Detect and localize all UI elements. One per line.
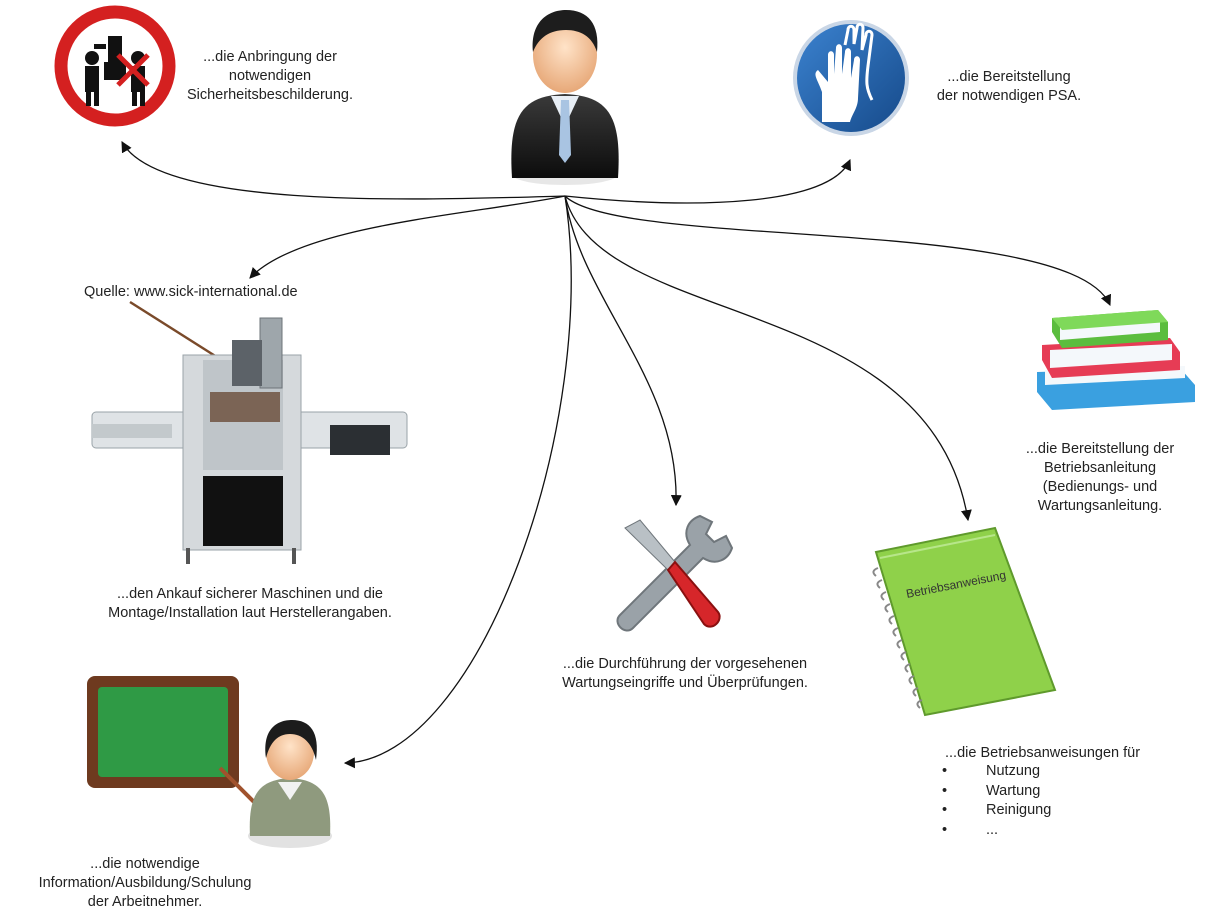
signage-caption-line-1: ...die Anbringung der <box>203 49 337 65</box>
prohibition-sign-icon <box>54 5 176 127</box>
list-item-text: Wartung <box>986 782 1041 799</box>
maintenance-caption: ...die Durchführung der vorgesehenen War… <box>515 655 855 693</box>
ppe-caption: ...die Bereitstellung der notwendigen PS… <box>918 68 1100 106</box>
connector-instructions <box>564 195 972 522</box>
machines-caption-line-2: Montage/Installation laut Herstelleranga… <box>108 605 392 621</box>
connector-manual <box>564 195 1111 307</box>
connectors <box>121 141 1111 769</box>
ppe-caption-line-2: der notwendigen PSA. <box>936 88 1082 104</box>
signage-caption-line-3: Sicherheitsbeschilderung. <box>186 87 354 103</box>
maintenance-caption-line-2: Wartungseingriffe und Überprüfungen. <box>562 675 808 691</box>
source-caption: Quelle: www.sick-international.de <box>84 284 298 300</box>
list-item-text: ... <box>986 821 999 838</box>
instructions-title: ...die Betriebsanweisungen für <box>945 745 1141 761</box>
manual-caption-line-4: Wartungsanleitung. <box>1037 498 1163 514</box>
bullet: • <box>942 782 948 799</box>
books-stack-icon <box>1037 310 1195 410</box>
teacher-blackboard-icon <box>87 676 332 848</box>
manual-caption-line-2: Betriebsanleitung <box>1043 460 1157 476</box>
signage-caption-line-2: notwendigen <box>228 68 312 84</box>
bullet: • <box>942 763 948 779</box>
connector-training <box>343 195 572 769</box>
training-caption-line-3: der Arbeitnehmer. <box>87 894 203 910</box>
connector-signage <box>121 141 566 200</box>
training-caption: ...die notwendige Information/Ausbildung… <box>10 855 280 912</box>
list-item-text: Nutzung <box>986 763 1041 779</box>
manual-caption: ...die Bereitstellung der Betriebsanleit… <box>1005 440 1195 516</box>
gloves-mandatory-sign-icon <box>793 20 909 136</box>
machines-caption-line-1: ...den Ankauf sicherer Maschinen und die <box>117 586 383 602</box>
bullet: • <box>942 802 948 818</box>
machines-caption: ...den Ankauf sicherer Maschinen und die… <box>60 585 440 623</box>
signage-caption: ...die Anbringung der notwendigen Sicher… <box>170 48 370 105</box>
list-item-text: Reinigung <box>986 802 1052 818</box>
manual-caption-line-1: ...die Bereitstellung der <box>1025 441 1175 457</box>
connector-maintenance <box>564 195 682 507</box>
training-caption-line-2: Information/Ausbildung/Schulung <box>38 875 252 891</box>
connector-ppe <box>564 158 851 204</box>
bullet: • <box>942 821 948 838</box>
wrench-screwdriver-icon <box>616 514 734 632</box>
machine-photo <box>91 317 408 564</box>
manual-caption-line-3: (Bedienungs- und <box>1042 479 1158 495</box>
businessman-icon <box>511 10 619 185</box>
ppe-caption-line-1: ...die Bereitstellung <box>947 69 1071 85</box>
connector-machines <box>249 195 566 279</box>
maintenance-caption-line-1: ...die Durchführung der vorgesehenen <box>562 656 808 672</box>
notebook-icon: Betriebsanweisung <box>872 526 1057 717</box>
training-caption-line-1: ...die notwendige <box>90 856 200 872</box>
